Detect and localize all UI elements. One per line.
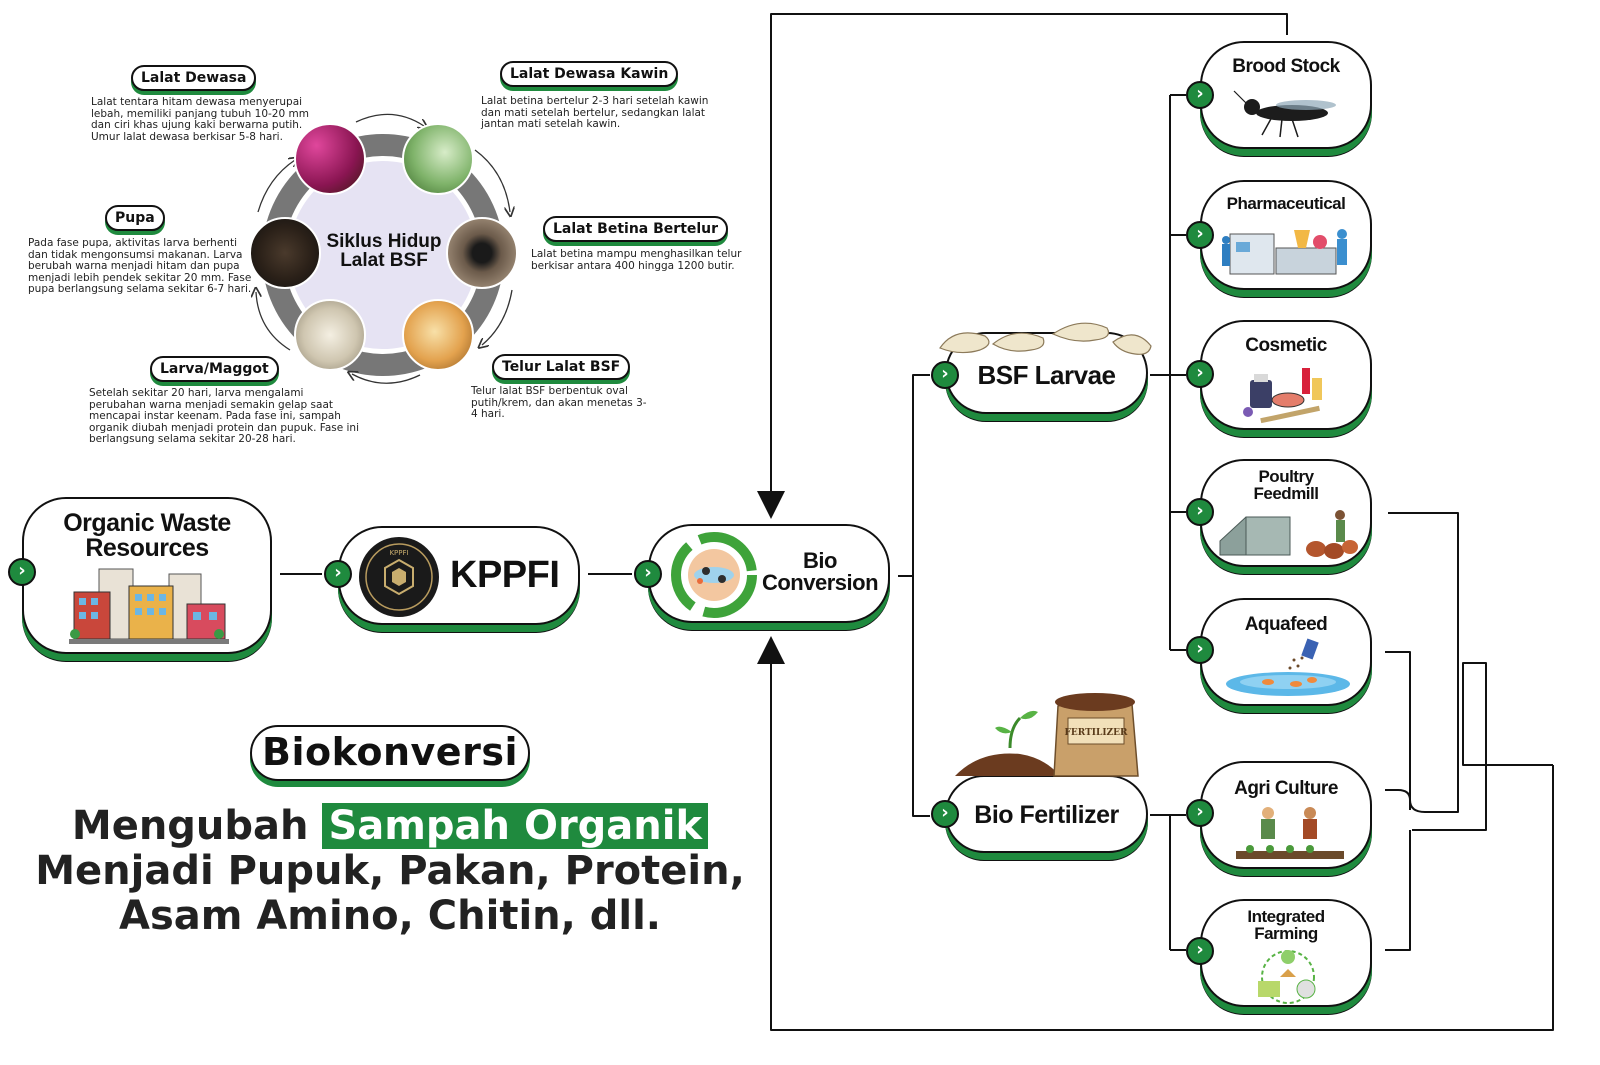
poultry-line2: Feedmill xyxy=(1253,484,1319,503)
organic-waste-line2: Resources xyxy=(85,534,209,562)
integrated-farming-icon xyxy=(1258,950,1316,1004)
integrated-farming-badge[interactable]: › xyxy=(1186,937,1214,965)
poultry-feedmill-title: Poultry Feedmill xyxy=(1202,468,1370,502)
integrated-line2: Farming xyxy=(1254,924,1318,943)
larvae-icon xyxy=(939,322,1152,355)
integrated-line1: Integrated xyxy=(1247,907,1325,926)
line-larvae-to-outputs xyxy=(1150,94,1186,651)
stage-desc-kawin: Lalat betina bertelur 2-3 hari setelah k… xyxy=(481,95,709,130)
agri-culture-badge[interactable]: › xyxy=(1186,799,1214,827)
photo-female-laying xyxy=(446,217,518,289)
stage-desc-bertelur: Lalat betina mampu menghasilkan telur be… xyxy=(531,248,742,272)
kppfi-badge[interactable]: › xyxy=(324,560,352,588)
node-aquafeed[interactable]: Aquafeed xyxy=(1200,598,1372,706)
photo-adult-fly xyxy=(294,123,366,195)
buildings-icon xyxy=(69,568,229,644)
cosmetic-badge[interactable]: › xyxy=(1186,360,1214,388)
node-brood-stock[interactable]: Brood Stock xyxy=(1200,41,1372,149)
svg-text:KPPFI: KPPFI xyxy=(389,549,408,557)
bio-conversion-badge[interactable]: › xyxy=(634,560,662,588)
svg-text:FERTILIZER: FERTILIZER xyxy=(1065,728,1128,738)
recycle-icon xyxy=(671,532,757,618)
stage-label-bertelur: Lalat Betina Bertelur xyxy=(543,216,729,242)
node-cosmetic[interactable]: Cosmetic xyxy=(1200,320,1372,430)
line-fertilizer-to-outputs xyxy=(1150,814,1186,951)
node-integrated-farming[interactable]: Integrated Farming xyxy=(1200,899,1372,1007)
stage-label-larva: Larva/Maggot xyxy=(150,356,279,382)
integrated-farming-title: Integrated Farming xyxy=(1202,908,1370,942)
bio-conversion-title: Bio Conversion xyxy=(758,550,882,594)
poultry-feedmill-badge[interactable]: › xyxy=(1186,498,1214,526)
line-agri-loop xyxy=(1412,662,1553,831)
kppfi-logo-icon: KPPFI xyxy=(359,537,439,617)
bio-conversion-line1: Bio xyxy=(803,548,837,573)
line-bottom-feedback xyxy=(757,636,1554,1031)
kppfi-title: KPPFI xyxy=(450,554,560,596)
headline-line1-prefix: Mengubah xyxy=(71,803,323,849)
node-bio-fertilizer[interactable]: Bio Fertilizer xyxy=(945,775,1148,853)
stage-label-telur: Telur Lalat BSF xyxy=(492,354,631,380)
headline-line1: Mengubah Sampah Organik xyxy=(20,803,760,849)
stage-label-dewasa: Lalat Dewasa xyxy=(131,65,257,91)
node-agri-culture[interactable]: Agri Culture xyxy=(1200,761,1372,869)
biokonversi-title: Biokonversi xyxy=(250,725,530,781)
pharmacy-lab-icon xyxy=(1222,229,1347,275)
bio-fertilizer-badge[interactable]: › xyxy=(931,800,959,828)
brood-stock-badge[interactable]: › xyxy=(1186,81,1214,109)
line-bio-to-branches xyxy=(898,374,930,817)
organic-waste-title: Organic Waste Resources xyxy=(24,511,270,561)
node-pharmaceutical[interactable]: Pharmaceutical xyxy=(1200,180,1372,290)
headline-line2: Menjadi Pupuk, Pakan, Protein, xyxy=(35,848,745,894)
stage-desc-pupa: Pada fase pupa, aktivitas larva berhenti… xyxy=(28,237,252,295)
aquafeed-icon xyxy=(1226,638,1350,696)
bsf-larvae-badge[interactable]: › xyxy=(931,361,959,389)
cycle-center-line2: Lalat BSF xyxy=(340,250,428,271)
bio-conversion-line2: Conversion xyxy=(761,570,879,595)
line-aquafeed-loop xyxy=(1385,651,1411,951)
photo-mating-flies xyxy=(402,123,474,195)
agriculture-icon xyxy=(1236,807,1344,859)
node-organic-waste[interactable]: Organic Waste Resources xyxy=(22,497,272,654)
poultry-farm-icon xyxy=(1219,510,1358,559)
fly-icon xyxy=(1233,90,1336,138)
line-brood-feedback xyxy=(757,13,1288,519)
bsf-larvae-title: BSF Larvae xyxy=(977,360,1116,390)
cycle-center-line1: Siklus Hidup xyxy=(326,231,442,252)
photo-larva xyxy=(294,299,366,371)
cosmetic-title: Cosmetic xyxy=(1245,335,1327,356)
stage-desc-larva: Setelah sekitar 20 hari, larva mengalami… xyxy=(89,387,360,445)
stage-desc-dewasa: Lalat tentara hitam dewasa menyerupai le… xyxy=(91,96,309,143)
stage-label-kawin: Lalat Dewasa Kawin xyxy=(500,61,679,87)
bio-fertilizer-title: Bio Fertilizer xyxy=(974,801,1119,829)
pharmaceutical-title: Pharmaceutical xyxy=(1226,194,1346,213)
organic-waste-line1: Organic Waste xyxy=(63,509,231,537)
stage-label-pupa: Pupa xyxy=(105,205,165,231)
photo-pupa xyxy=(249,217,321,289)
photo-eggs xyxy=(402,299,474,371)
fertilizer-icon: FERTILIZER xyxy=(955,693,1139,777)
agri-culture-title: Agri Culture xyxy=(1234,778,1338,799)
headline-line3: Asam Amino, Chitin, dll. xyxy=(118,893,661,939)
node-poultry-feedmill[interactable]: Poultry Feedmill xyxy=(1200,459,1372,567)
organic-waste-badge[interactable]: › xyxy=(8,558,36,586)
cycle-center-label: Siklus Hidup Lalat BSF xyxy=(320,232,448,270)
headline-highlight: Sampah Organik xyxy=(322,803,709,849)
node-kppfi[interactable]: KPPFI KPPFI xyxy=(338,526,580,625)
brood-stock-title: Brood Stock xyxy=(1232,56,1340,77)
aquafeed-badge[interactable]: › xyxy=(1186,636,1214,664)
node-bio-conversion[interactable]: Bio Conversion xyxy=(648,524,890,623)
stage-desc-telur: Telur lalat BSF berbentuk oval putih/kre… xyxy=(471,385,647,420)
poultry-line1: Poultry xyxy=(1258,467,1314,486)
aquafeed-title: Aquafeed xyxy=(1244,614,1328,635)
pharmaceutical-badge[interactable]: › xyxy=(1186,221,1214,249)
cosmetic-icon xyxy=(1243,368,1322,424)
